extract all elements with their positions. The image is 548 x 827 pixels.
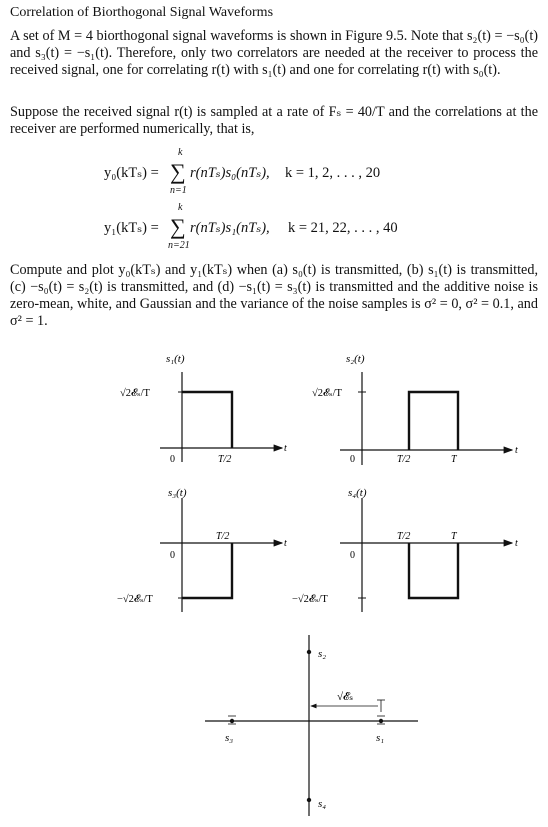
eq1-upper-limit: k (178, 147, 183, 158)
paragraph-2: Suppose the received signal r(t) is samp… (10, 104, 538, 137)
s4-t-label: t (515, 538, 518, 549)
s1-amplitude-label: √2𝓔ₛ/T (120, 387, 150, 399)
eq2-lower-limit: n=21 (168, 240, 190, 251)
s3-label: s₃(t) (168, 487, 187, 499)
s4-half-period-label: T/2 (397, 531, 410, 542)
eq1-lower-limit: n=1 (170, 185, 187, 196)
s3-amplitude-label: −√2𝓔ₛ/T (117, 593, 153, 605)
eq2-lhs: y₁(kTₛ) = (104, 220, 159, 236)
figure-biorthogonal-waveforms: s₁(t) √2𝓔ₛ/T 0 T/2 t s₂(t) √2𝓔ₛ/T 0 T/2 … (117, 353, 518, 816)
waveform-s2: s₂(t) √2𝓔ₛ/T 0 T/2 T t (312, 353, 518, 465)
paragraph-1: A set of M = 4 biorthogonal signal wavef… (10, 28, 538, 78)
point-s1 (378, 718, 384, 724)
constellation-s1-label: s₁ (376, 732, 384, 744)
s2-amplitude-label: √2𝓔ₛ/T (312, 387, 342, 399)
eq1-sum-symbol: ∑ (170, 159, 186, 184)
s4-period-label: T (451, 531, 458, 542)
s1-t-label: t (284, 443, 287, 454)
s2-zero-label: 0 (350, 454, 355, 465)
eq2-range: k = 21, 22, . . . , 40 (288, 220, 398, 236)
eq2-body: r(nTₛ)s₁(nTₛ), (190, 220, 270, 236)
s1-half-period-label: T/2 (218, 454, 231, 465)
s3-t-label: t (284, 538, 287, 549)
point-s4 (306, 797, 312, 803)
point-s3 (229, 718, 235, 724)
eq1-body: r(nTₛ)s₀(nTₛ), (190, 165, 270, 181)
s3-half-period-label: T/2 (216, 531, 229, 542)
s2-period-label: T (451, 454, 458, 465)
waveform-s3: s₃(t) −√2𝓔ₛ/T 0 T/2 t (117, 487, 287, 612)
s1-zero-label: 0 (170, 454, 175, 465)
constellation-radius-label: √𝓔ₛ (337, 691, 353, 703)
eq1-lhs: y₀(kTₛ) = (104, 165, 159, 181)
s2-label: s₂(t) (346, 353, 365, 365)
eq2-upper-limit: k (178, 202, 183, 213)
constellation-s2-label: s₂ (318, 648, 326, 660)
s1-label: s₁(t) (166, 353, 185, 365)
waveform-s4: s₄(t) −√2𝓔ₛ/T 0 T/2 T t (292, 487, 518, 612)
point-s2 (306, 649, 312, 655)
eq2-sum-symbol: ∑ (170, 214, 186, 239)
waveform-s1: s₁(t) √2𝓔ₛ/T 0 T/2 t (120, 353, 287, 465)
signal-constellation: s₂ s₁ s₃ s₄ √𝓔ₛ (205, 635, 418, 816)
s2-t-label: t (515, 445, 518, 456)
constellation-s4-label: s₄ (318, 798, 326, 810)
s4-label: s₄(t) (348, 487, 367, 499)
s4-zero-label: 0 (350, 550, 355, 561)
s4-amplitude-label: −√2𝓔ₛ/T (292, 593, 328, 605)
paragraph-3: Compute and plot y₀(kTₛ) and y₁(kTₛ) whe… (10, 262, 538, 329)
section-title: Correlation of Biorthogonal Signal Wavef… (10, 5, 274, 20)
eq1-range: k = 1, 2, . . . , 20 (285, 165, 381, 181)
s2-half-period-label: T/2 (397, 454, 410, 465)
constellation-s3-label: s₃ (225, 732, 233, 744)
s3-zero-label: 0 (170, 550, 175, 561)
